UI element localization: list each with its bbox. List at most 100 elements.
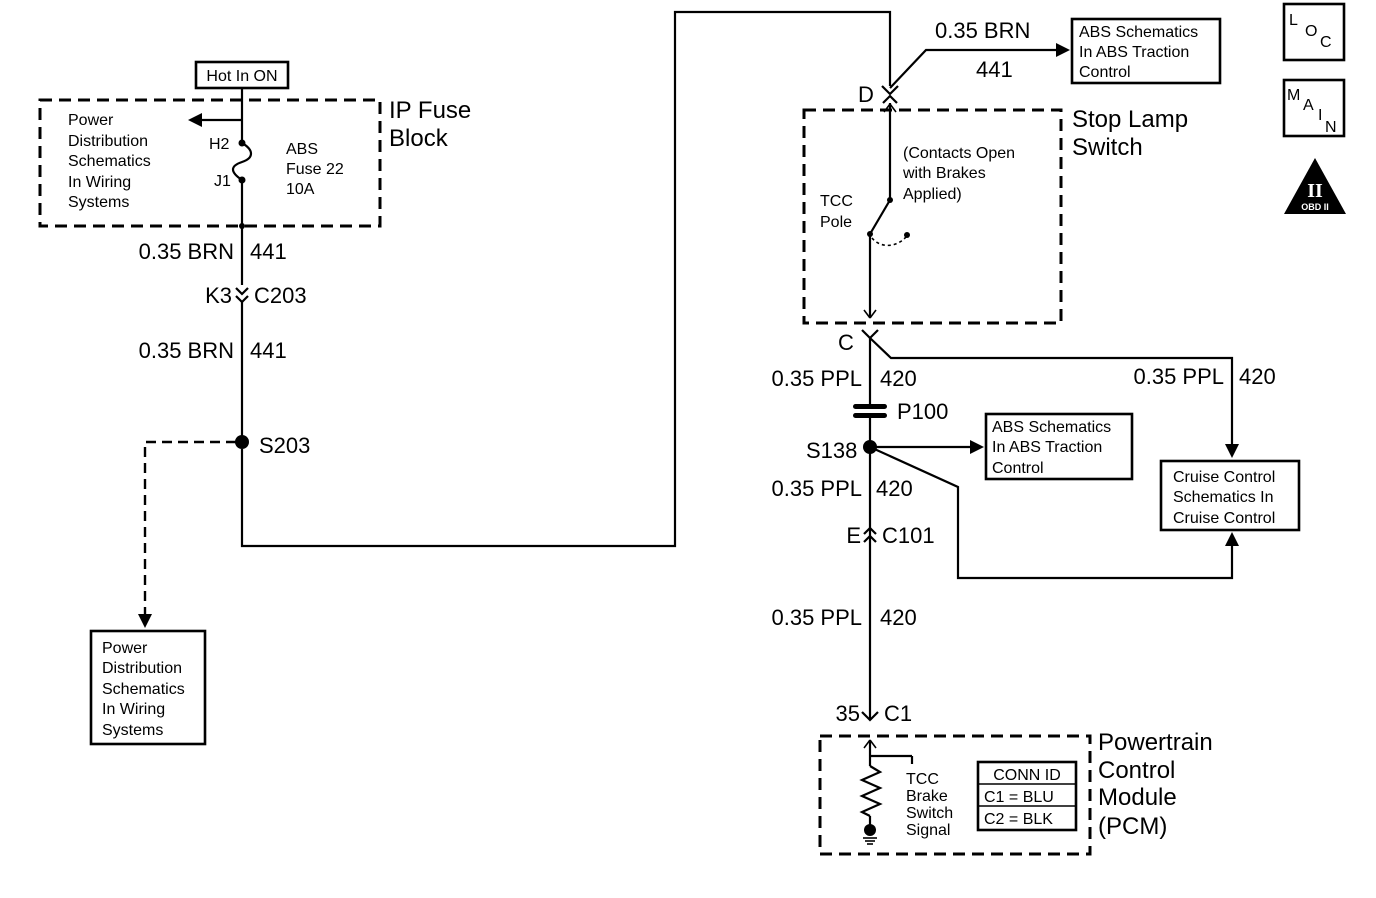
stop-lamp-note-3: Applied) bbox=[903, 186, 962, 203]
power-dist-outer-line-3: Schematics bbox=[102, 681, 185, 698]
c203-name: C203 bbox=[254, 283, 307, 308]
arrow-down-icon bbox=[138, 614, 152, 628]
top-wire-circuit: 441 bbox=[976, 57, 1013, 82]
wire-441-gauge-2: 0.35 BRN bbox=[139, 338, 234, 363]
fuse-pin-j1: J1 bbox=[214, 173, 231, 190]
abs-schematics-top-box: ABS Schematics In ABS Traction Control bbox=[1070, 17, 1222, 85]
abs-mid-line-2: In ABS Traction bbox=[992, 439, 1102, 456]
loc-icon-c: C bbox=[1320, 34, 1332, 51]
connector-c1-icon bbox=[861, 711, 879, 722]
wire-420-gauge-1: 0.35 PPL bbox=[771, 366, 862, 391]
stop-lamp-pin-c: C bbox=[838, 330, 854, 355]
power-dist-outer-line-5: Systems bbox=[102, 722, 163, 739]
ip-fuse-block-title-1: IP Fuse bbox=[389, 97, 471, 124]
conn-id-row-2: C2 = BLK bbox=[984, 811, 1053, 828]
loc-icon-l: L bbox=[1289, 12, 1298, 29]
c203-pin: K3 bbox=[205, 283, 232, 308]
fuse-pin-h2: H2 bbox=[209, 136, 230, 153]
stop-lamp-switch-contacts bbox=[863, 103, 910, 319]
obd-numeral: II bbox=[1307, 180, 1323, 202]
wire-441-circuit-2: 441 bbox=[250, 338, 287, 363]
branch-wire-gauge: 0.35 PPL bbox=[1133, 364, 1224, 389]
pcm-signal-2: Brake bbox=[906, 788, 948, 805]
pcm-title-4: (PCM) bbox=[1098, 813, 1167, 840]
wire-420-circuit-1: 420 bbox=[880, 366, 917, 391]
stop-lamp-title-1: Stop Lamp bbox=[1072, 106, 1188, 133]
main-icon: M A I N bbox=[1282, 78, 1346, 138]
power-dist-inner-line-3: Schematics bbox=[68, 153, 151, 170]
stop-lamp-switch-outline bbox=[802, 108, 1063, 325]
stop-lamp-pin-d: D bbox=[858, 82, 874, 107]
connector-c101-icon bbox=[863, 526, 877, 543]
abs-mid-line-1: ABS Schematics bbox=[992, 419, 1111, 436]
connector-c-icon bbox=[861, 329, 879, 340]
tcc-pole-label-1: TCC bbox=[820, 193, 853, 210]
arrow-down-icon bbox=[1225, 444, 1239, 458]
power-dist-inner-line-2: Distribution bbox=[68, 133, 148, 150]
pcm-outline bbox=[818, 734, 1092, 856]
pcm-signal-1: TCC bbox=[906, 771, 939, 788]
fuse-label-2: Fuse 22 bbox=[286, 161, 344, 178]
abs-top-line-3: Control bbox=[1079, 64, 1131, 81]
main-icon-i: I bbox=[1318, 107, 1322, 124]
wire-420-circuit-2: 420 bbox=[876, 476, 913, 501]
cruise-control-box: Cruise Control Schematics In Cruise Cont… bbox=[1159, 459, 1301, 532]
conn-id-row-1: C1 = BLU bbox=[984, 789, 1054, 806]
power-dist-outer-line-2: Distribution bbox=[102, 660, 182, 677]
obd-label: OBD II bbox=[1301, 202, 1329, 212]
arrow-left-icon bbox=[188, 113, 202, 127]
hot-in-on-text: Hot In ON bbox=[206, 68, 277, 85]
branch-wire-circuit: 420 bbox=[1239, 364, 1276, 389]
fuse-label-3: 10A bbox=[286, 181, 315, 198]
power-dist-inner-line-4: In Wiring bbox=[68, 174, 131, 191]
stop-lamp-note-2: with Brakes bbox=[902, 165, 986, 182]
abs-top-line-1: ABS Schematics bbox=[1079, 24, 1198, 41]
pcm-title-1: Powertrain bbox=[1098, 729, 1213, 756]
conn-id-table: CONN ID C1 = BLU C2 = BLK bbox=[976, 760, 1078, 832]
cruise-line-1: Cruise Control bbox=[1173, 469, 1275, 486]
fuse-label-1: ABS bbox=[286, 141, 318, 158]
power-dist-inner-line-5: Systems bbox=[68, 194, 129, 211]
pcm-signal-3: Switch bbox=[906, 805, 953, 822]
main-icon-n: N bbox=[1325, 119, 1337, 136]
top-wire-gauge: 0.35 BRN bbox=[935, 18, 1030, 43]
cruise-line-2: Schematics In bbox=[1173, 489, 1273, 506]
c1-pin: 35 bbox=[836, 701, 860, 726]
pass-through-p100-icon bbox=[853, 404, 887, 418]
wire-420-gauge-2: 0.35 PPL bbox=[771, 476, 862, 501]
wire-420-circuit-3: 420 bbox=[880, 605, 917, 630]
pcm-title-3: Module bbox=[1098, 784, 1177, 811]
c1-name: C1 bbox=[884, 701, 912, 726]
arrow-up-icon bbox=[1225, 532, 1239, 546]
abs-schematics-mid-box: ABS Schematics In ABS Traction Control bbox=[984, 412, 1134, 481]
power-distribution-ref-box: Power Distribution Schematics In Wiring … bbox=[89, 629, 207, 746]
main-icon-m: M bbox=[1287, 87, 1300, 104]
pcm-signal-4: Signal bbox=[906, 822, 950, 839]
loc-icon: L O C bbox=[1282, 2, 1346, 62]
power-dist-outer-line-1: Power bbox=[102, 640, 148, 657]
pcm-title-2: Control bbox=[1098, 757, 1175, 784]
wire-441-circuit-1: 441 bbox=[250, 239, 287, 264]
obd-ii-icon: II OBD II bbox=[1284, 158, 1346, 214]
hot-in-on-label: Hot In ON bbox=[194, 60, 290, 90]
power-dist-outer-line-4: In Wiring bbox=[102, 701, 165, 718]
conn-id-header: CONN ID bbox=[993, 767, 1061, 784]
abs-mid-line-3: Control bbox=[992, 460, 1044, 477]
wire-420-gauge-3: 0.35 PPL bbox=[771, 605, 862, 630]
ip-fuse-block-outline bbox=[38, 98, 382, 228]
wire-441-route bbox=[240, 10, 892, 548]
loc-icon-o: O bbox=[1305, 23, 1317, 40]
stop-lamp-title-2: Switch bbox=[1072, 134, 1143, 161]
connector-c203-icon bbox=[235, 287, 249, 304]
ip-fuse-block-title-2: Block bbox=[389, 125, 449, 152]
abs-top-line-2: In ABS Traction bbox=[1079, 44, 1189, 61]
power-dist-inner-line-1: Power bbox=[68, 112, 114, 129]
splice-s138-label: S138 bbox=[806, 438, 857, 463]
wire-441-gauge-1: 0.35 BRN bbox=[139, 239, 234, 264]
connector-d-icon bbox=[881, 85, 899, 104]
tcc-pole-label-2: Pole bbox=[820, 214, 852, 231]
pcm-internal-circuit bbox=[859, 739, 914, 845]
p100-label: P100 bbox=[897, 399, 948, 424]
splice-s203-label: S203 bbox=[259, 433, 310, 458]
